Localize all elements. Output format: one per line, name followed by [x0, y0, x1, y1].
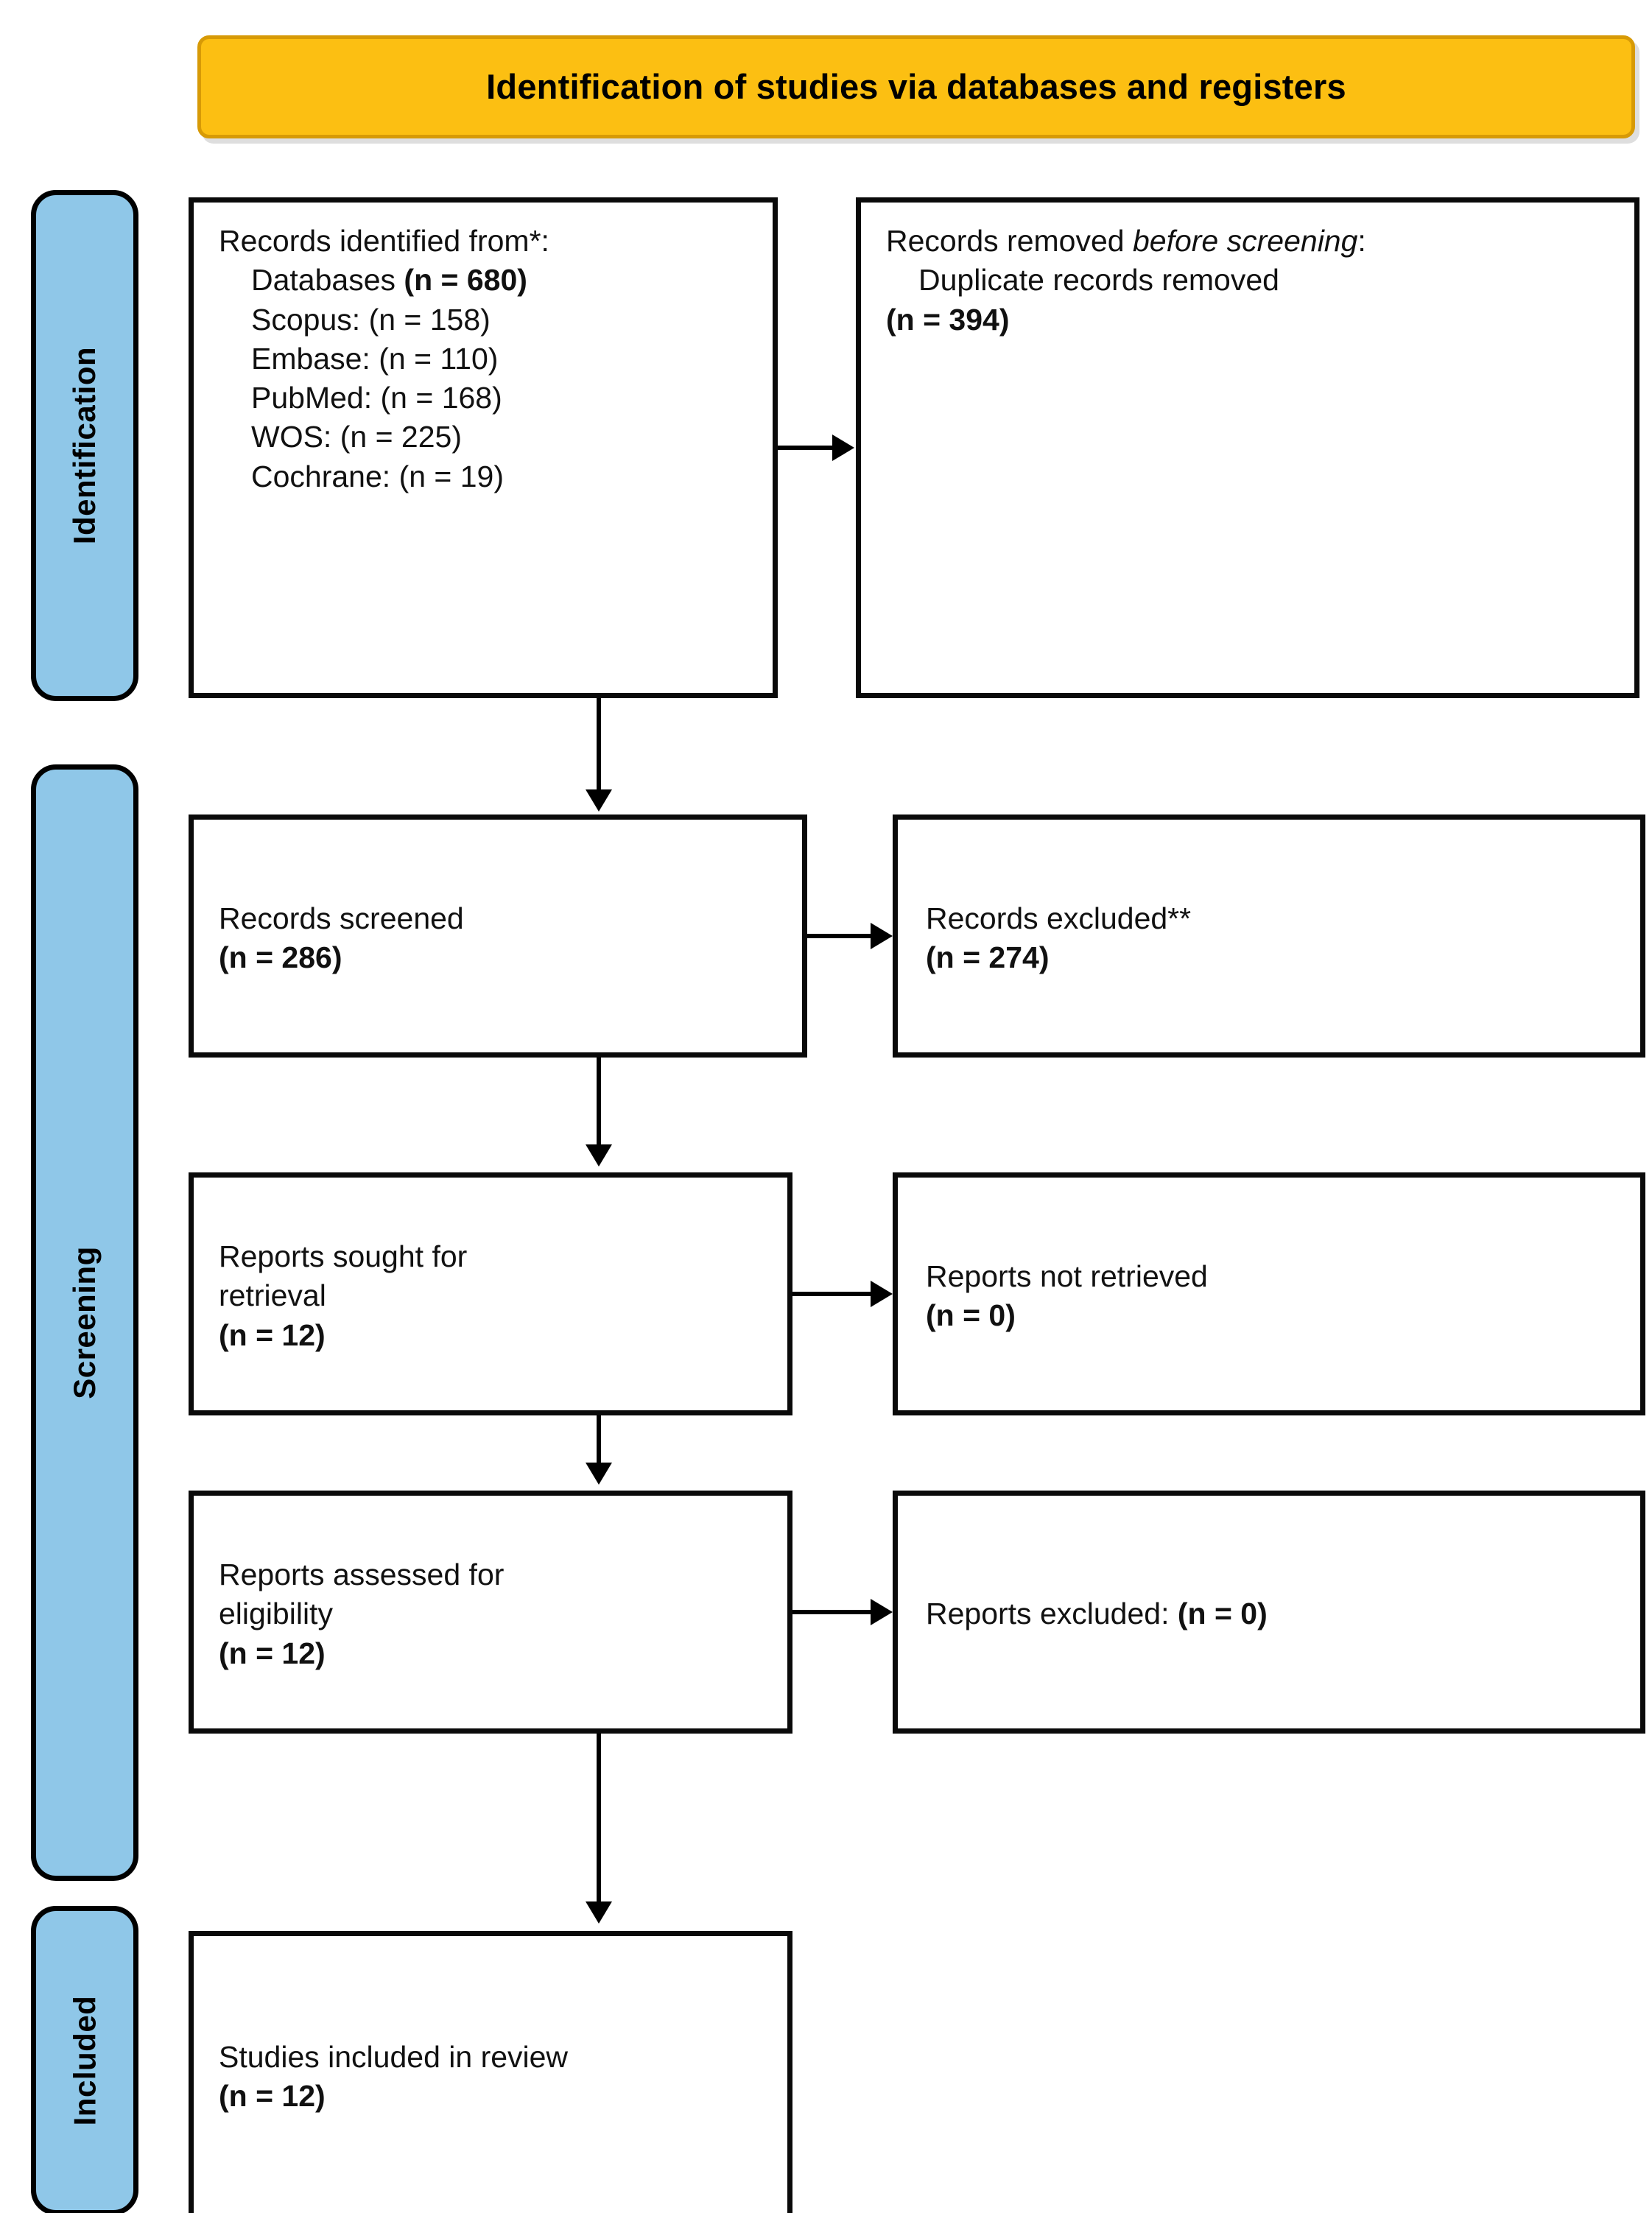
source-count-pubmed: (n = 168) — [380, 381, 502, 415]
connector-assessed-to-repexcluded — [792, 1610, 872, 1614]
diagram-title: Identification of studies via databases … — [486, 67, 1346, 107]
box-records-identified: Records identified from*: Databases (n =… — [189, 197, 778, 698]
databases-label: Databases — [251, 263, 396, 298]
connector-sought-to-notretrieved — [792, 1292, 872, 1296]
connector-screened-to-excluded — [807, 934, 872, 938]
stage-label-included: Included — [31, 1906, 138, 2213]
records-excluded-count: (n = 274) — [926, 940, 1050, 974]
reports-excluded-label: Reports excluded: — [926, 1597, 1178, 1631]
source-count-cochrane: (n = 19) — [398, 459, 505, 493]
arrowhead-identified-to-removed — [832, 434, 854, 461]
studies-included-count: (n = 12) — [219, 2079, 326, 2113]
reports-assessed-label-line1: Reports assessed for — [219, 1558, 505, 1592]
source-count-wos: (n = 225) — [340, 420, 462, 454]
records-removed-lead: Records removed — [886, 224, 1133, 258]
records-identified-databases: Databases (n = 680) — [219, 261, 751, 300]
records-removed-heading: Records removed before screening: — [886, 222, 1612, 261]
source-label-wos: WOS: — [251, 420, 332, 454]
source-label-scopus: Scopus: — [251, 302, 361, 337]
studies-included-label: Studies included in review — [219, 2039, 569, 2074]
connector-assessed-to-included — [597, 1734, 601, 1904]
arrowhead-screened-to-sought — [586, 1144, 612, 1167]
reports-assessed-count: (n = 12) — [219, 1636, 326, 1670]
stage-label-screening-text: Screening — [67, 1246, 102, 1399]
reports-not-retrieved-count: (n = 0) — [926, 1298, 1016, 1332]
source-row-scopus: Scopus: (n = 158) — [219, 300, 751, 339]
arrowhead-identified-to-screened — [586, 789, 612, 812]
stage-label-identification-text: Identification — [67, 346, 102, 545]
connector-identified-to-screened — [597, 698, 601, 792]
source-row-embase: Embase: (n = 110) — [219, 339, 751, 379]
records-removed-detail: Duplicate records removed — [918, 263, 1279, 298]
reports-sought-label-line2: retrieval — [219, 1278, 326, 1313]
connector-sought-to-assessed — [597, 1415, 601, 1466]
box-studies-included-in-review: Studies included in review (n = 12) — [189, 1931, 792, 2213]
records-excluded-label: Records excluded** — [926, 901, 1192, 935]
source-label-embase: Embase: — [251, 341, 370, 376]
source-row-wos: WOS: (n = 225) — [219, 418, 751, 457]
box-records-removed-before-screening: Records removed before screening: Duplic… — [856, 197, 1639, 698]
source-label-pubmed: PubMed: — [251, 381, 373, 415]
arrowhead-sought-to-assessed — [586, 1463, 612, 1485]
box-reports-sought-for-retrieval: Reports sought for retrieval (n = 12) — [189, 1172, 792, 1415]
arrowhead-assessed-to-repexcluded — [871, 1599, 893, 1625]
reports-not-retrieved-label: Reports not retrieved — [926, 1259, 1208, 1293]
reports-sought-label-line1: Reports sought for — [219, 1239, 468, 1274]
box-records-excluded: Records excluded** (n = 274) — [893, 815, 1645, 1058]
records-removed-count: (n = 394) — [886, 302, 1010, 337]
diagram-header-banner: Identification of studies via databases … — [197, 35, 1635, 138]
source-row-cochrane: Cochrane: (n = 19) — [219, 457, 751, 496]
stage-label-screening: Screening — [31, 764, 138, 1881]
arrowhead-screened-to-excluded — [871, 923, 893, 949]
reports-sought-count: (n = 12) — [219, 1317, 326, 1352]
databases-count: (n = 680) — [404, 263, 527, 298]
source-count-embase: (n = 110) — [379, 341, 499, 376]
stage-label-identification: Identification — [31, 190, 138, 701]
arrowhead-assessed-to-included — [586, 1901, 612, 1924]
box-reports-not-retrieved: Reports not retrieved (n = 0) — [893, 1172, 1645, 1415]
records-screened-count: (n = 286) — [219, 940, 342, 974]
connector-screened-to-sought — [597, 1058, 601, 1147]
source-row-pubmed: PubMed: (n = 168) — [219, 379, 751, 418]
connector-identified-to-removed — [778, 446, 834, 450]
reports-assessed-label-line2: eligibility — [219, 1597, 333, 1631]
records-removed-colon: : — [1357, 224, 1366, 258]
arrowhead-sought-to-notretrieved — [871, 1281, 893, 1307]
records-removed-emph-screening: screening — [1226, 224, 1358, 258]
box-records-screened: Records screened (n = 286) — [189, 815, 807, 1058]
box-reports-excluded: Reports excluded: (n = 0) — [893, 1491, 1645, 1734]
records-identified-heading: Records identified from*: — [219, 224, 549, 258]
reports-excluded-row: Reports excluded: (n = 0) — [926, 1594, 1618, 1633]
reports-excluded-count: (n = 0) — [1177, 1597, 1268, 1631]
records-screened-label: Records screened — [219, 901, 464, 935]
records-removed-emph-before: before — [1132, 224, 1219, 258]
source-label-cochrane: Cochrane: — [251, 459, 391, 493]
box-reports-assessed-for-eligibility: Reports assessed for eligibility (n = 12… — [189, 1491, 792, 1734]
stage-label-included-text: Included — [67, 1995, 102, 2126]
source-count-scopus: (n = 158) — [368, 302, 491, 337]
